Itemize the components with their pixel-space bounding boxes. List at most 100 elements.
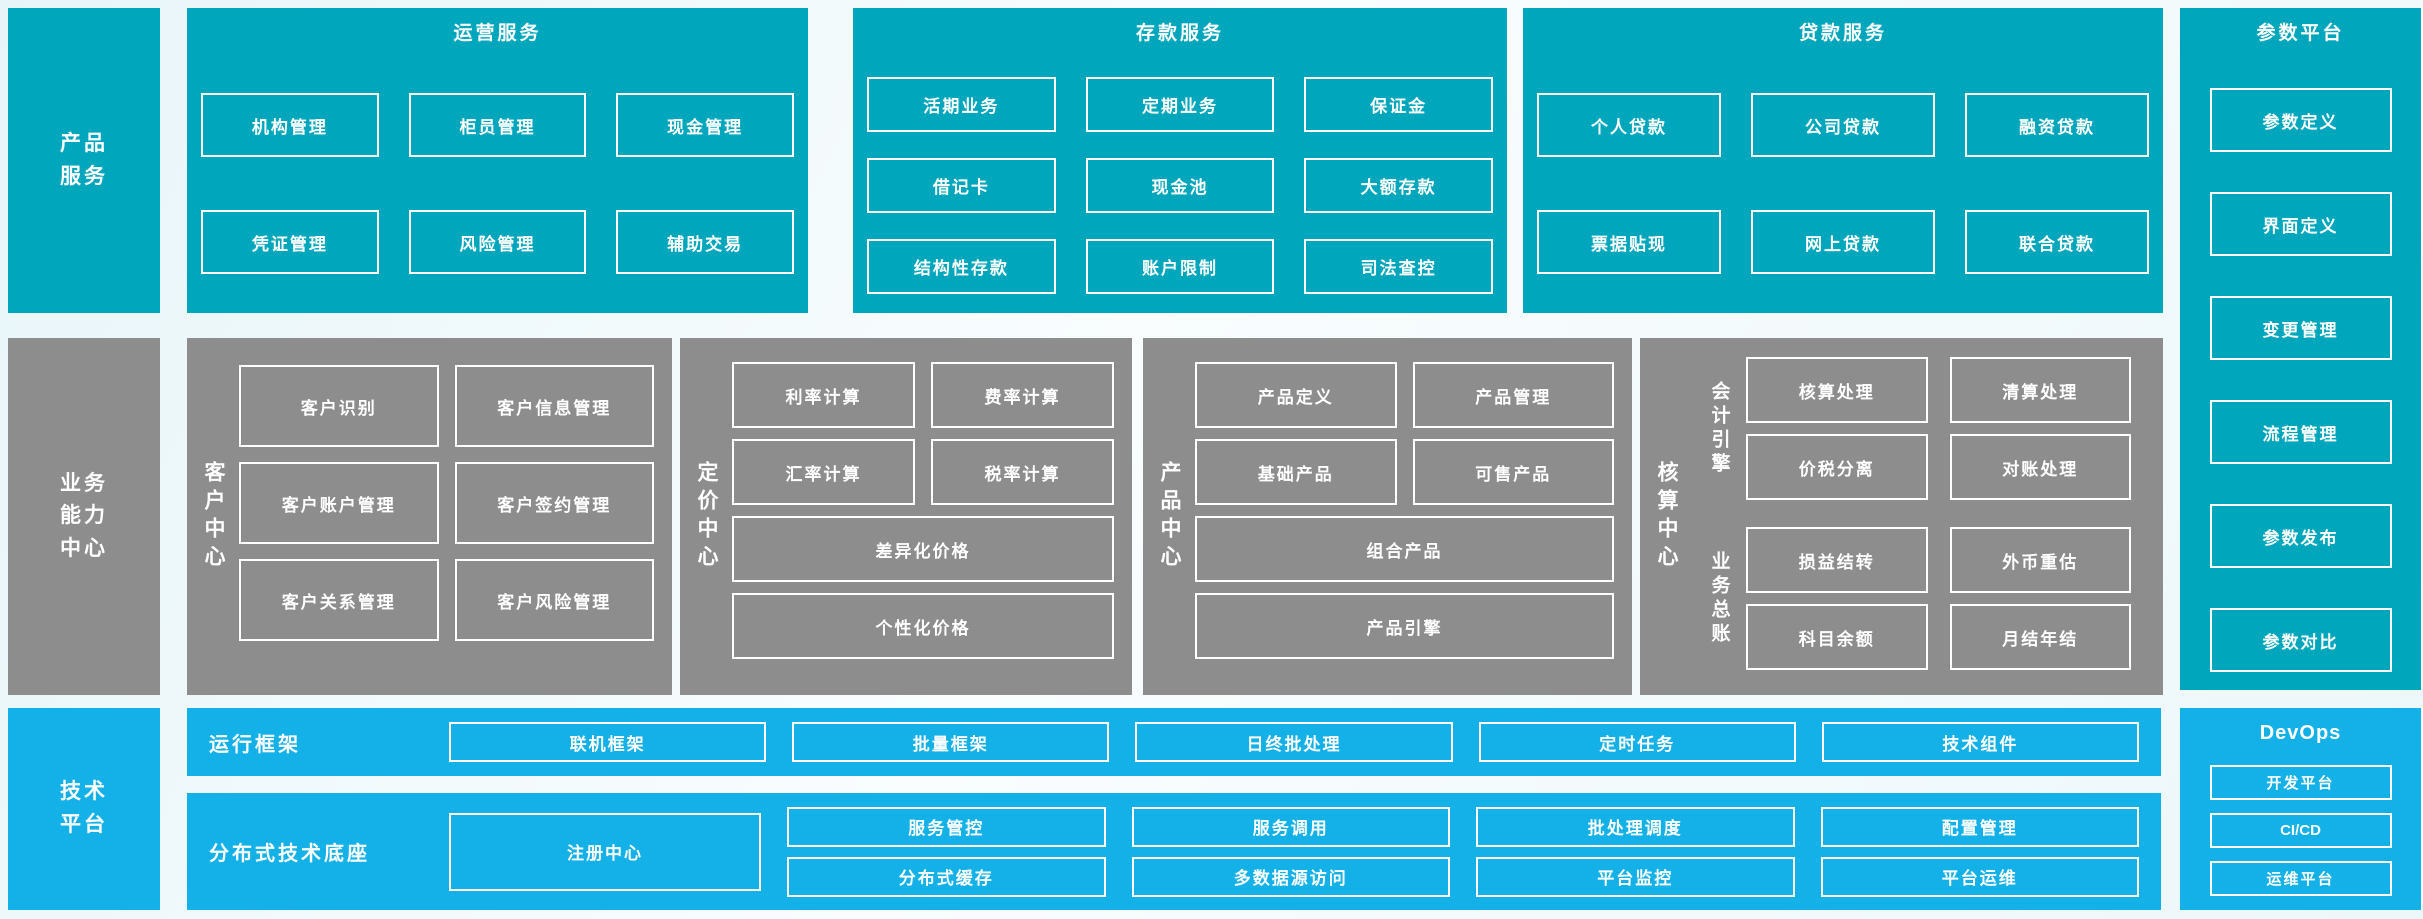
rail-product-services-line: 产品 — [60, 131, 108, 155]
rail-business-line: 中心 — [60, 536, 108, 560]
diagram-box: 机构管理 — [201, 93, 379, 157]
business-ledger-group: 业务总账 损益结转 外币重估 科目余额 月结年结 — [1692, 527, 2131, 670]
diagram-box: 融资贷款 — [1965, 93, 2149, 157]
diagram-box: 服务管控 — [787, 806, 1106, 847]
panel-accounting-center: 核算中心 会计引擎 核算处理 清算处理 价税分离 对账处理 业务总账 损益结转 … — [1640, 338, 2163, 695]
panel-parameter-platform: 参数平台 参数定义 界面定义 变更管理 流程管理 参数发布 参数对比 — [2180, 8, 2421, 690]
section-title: 存款服务 — [1135, 22, 1224, 44]
diagram-box: 联机框架 — [449, 722, 767, 762]
diagram-box: 个性化价格 — [732, 593, 1114, 659]
panel-operations-services: 运营服务 机构管理 柜员管理 现金管理 凭证管理 风险管理 辅助交易 — [187, 8, 808, 313]
rail-business-capability-center: 业务 能力 中心 — [8, 338, 160, 695]
diagram-box: 月结年结 — [1949, 604, 2131, 670]
panel-loan-services: 贷款服务 个人贷款 公司贷款 融资贷款 票据贴现 网上贷款 联合贷款 — [1523, 8, 2163, 313]
diagram-box: 平台监控 — [1476, 856, 1795, 897]
diagram-box: 公司贷款 — [1751, 93, 1935, 157]
diagram-box: 客户信息管理 — [454, 365, 654, 447]
diagram-box: 流程管理 — [2209, 400, 2392, 464]
diagram-box: 产品管理 — [1412, 362, 1614, 428]
diagram-box: 客户关系管理 — [239, 559, 439, 641]
box-grid: 产品定义 产品管理 基础产品 可售产品 — [1195, 362, 1614, 505]
diagram-box: 损益结转 — [1746, 527, 1928, 593]
diagram-box: 保证金 — [1304, 77, 1493, 132]
diagram-box: 批量框架 — [792, 722, 1110, 762]
diagram-box: 基础产品 — [1195, 439, 1397, 505]
diagram-box: 产品定义 — [1195, 362, 1397, 428]
box-column: 服务调用 多数据源访问 — [1131, 806, 1450, 897]
diagram-box: 费率计算 — [931, 362, 1114, 428]
diagram-box: 现金管理 — [616, 93, 794, 157]
diagram-box: 参数发布 — [2209, 504, 2392, 568]
diagram-box: 个人贷款 — [1537, 93, 1721, 157]
diagram-box: 客户识别 — [239, 365, 439, 447]
rail-business-line: 业务 — [60, 471, 108, 495]
diagram-box: 对账处理 — [1949, 434, 2131, 500]
group-label: 业务总账 — [1708, 550, 1730, 647]
rail-tech-platform: 技术 平台 — [8, 708, 160, 910]
diagram-box: 联合贷款 — [1965, 210, 2149, 274]
diagram-box: CI/CD — [2209, 813, 2392, 848]
diagram-box: 平台运维 — [1820, 856, 2139, 897]
center-label: 产品中心 — [1158, 460, 1181, 573]
box-stack: 参数定义 界面定义 变更管理 流程管理 参数发布 参数对比 — [2209, 88, 2392, 672]
diagram-box: 组合产品 — [1195, 516, 1614, 582]
diagram-box: 辅助交易 — [616, 210, 794, 274]
box-grid: 机构管理 柜员管理 现金管理 凭证管理 风险管理 辅助交易 — [187, 93, 808, 274]
box-grid: 利率计算 费率计算 汇率计算 税率计算 — [732, 362, 1114, 505]
rail-product-services: 产品 服务 — [8, 8, 160, 313]
panel-deposit-services: 存款服务 活期业务 定期业务 保证金 借记卡 现金池 大额存款 结构性存款 账户… — [853, 8, 1507, 313]
panel-customer-center: 客户中心 客户识别 客户信息管理 客户账户管理 客户签约管理 客户关系管理 客户… — [187, 338, 672, 695]
center-label: 核算中心 — [1655, 460, 1678, 573]
rail-business-line: 能力 — [60, 504, 108, 528]
diagram-box: 柜员管理 — [408, 93, 587, 157]
diagram-box: 大额存款 — [1304, 158, 1493, 213]
diagram-box: 日终批处理 — [1135, 722, 1453, 762]
center-label: 定价中心 — [695, 460, 718, 573]
distributed-base-panel: 分布式技术底座 注册中心 服务管控 分布式缓存 服务调用 多数据源访问 批处理调… — [187, 793, 2161, 910]
diagram-box: 账户限制 — [1085, 239, 1275, 294]
diagram-box: 产品引擎 — [1195, 593, 1614, 659]
diagram-box: 核算处理 — [1746, 357, 1928, 423]
center-label: 客户中心 — [202, 460, 225, 573]
diagram-box: 活期业务 — [867, 77, 1056, 132]
devops-panel: DevOps 开发平台 CI/CD 运维平台 — [2180, 708, 2421, 910]
diagram-box: 差异化价格 — [732, 516, 1114, 582]
section-title: 参数平台 — [2256, 22, 2345, 44]
diagram-box: 分布式缓存 — [787, 856, 1106, 897]
diagram-box: 客户账户管理 — [239, 462, 439, 544]
diagram-box: 风险管理 — [408, 210, 587, 274]
box-columns: 服务管控 分布式缓存 服务调用 多数据源访问 批处理调度 平台监控 配置管理 平… — [787, 806, 2139, 897]
panel-product-center: 产品中心 产品定义 产品管理 基础产品 可售产品 组合产品 产品引擎 — [1143, 338, 1632, 695]
rail-product-services-line: 服务 — [60, 164, 108, 188]
section-title: 贷款服务 — [1798, 22, 1887, 44]
diagram-box: 网上贷款 — [1751, 210, 1935, 274]
diagram-box: 凭证管理 — [201, 210, 379, 274]
diagram-box: 技术组件 — [1821, 722, 2140, 762]
section-title: DevOps — [2259, 721, 2342, 744]
box-grid: 损益结转 外币重估 科目余额 月结年结 — [1746, 527, 2131, 670]
box-column: 配置管理 平台运维 — [1820, 806, 2139, 897]
diagram-box: 配置管理 — [1820, 806, 2139, 847]
diagram-box: 多数据源访问 — [1131, 856, 1450, 897]
diagram-box: 外币重估 — [1949, 527, 2131, 593]
diagram-box: 价税分离 — [1746, 434, 1928, 500]
diagram-box: 服务调用 — [1131, 806, 1450, 847]
diagram-box: 运维平台 — [2209, 861, 2392, 896]
rail-tech-line: 技术 — [60, 780, 108, 804]
accounting-engine-group: 会计引擎 核算处理 清算处理 价税分离 对账处理 — [1692, 357, 2131, 500]
diagram-box: 科目余额 — [1746, 604, 1928, 670]
diagram-box: 结构性存款 — [867, 239, 1056, 294]
section-title: 运营服务 — [453, 22, 542, 44]
diagram-box: 变更管理 — [2209, 296, 2392, 360]
box-grid: 活期业务 定期业务 保证金 借记卡 现金池 大额存款 结构性存款 账户限制 司法… — [853, 77, 1507, 294]
diagram-box: 司法查控 — [1304, 239, 1493, 294]
runtime-framework-bar: 运行框架 联机框架 批量框架 日终批处理 定时任务 技术组件 — [187, 708, 2161, 776]
box-grid: 个人贷款 公司贷款 融资贷款 票据贴现 网上贷款 联合贷款 — [1523, 93, 2163, 274]
box-column: 批处理调度 平台监控 — [1476, 806, 1795, 897]
diagram-box: 借记卡 — [867, 158, 1056, 213]
diagram-box: 可售产品 — [1412, 439, 1614, 505]
diagram-box: 定期业务 — [1085, 77, 1275, 132]
diagram-box: 参数定义 — [2209, 88, 2392, 152]
diagram-box: 注册中心 — [449, 812, 761, 891]
diagram-box: 客户风险管理 — [454, 559, 654, 641]
